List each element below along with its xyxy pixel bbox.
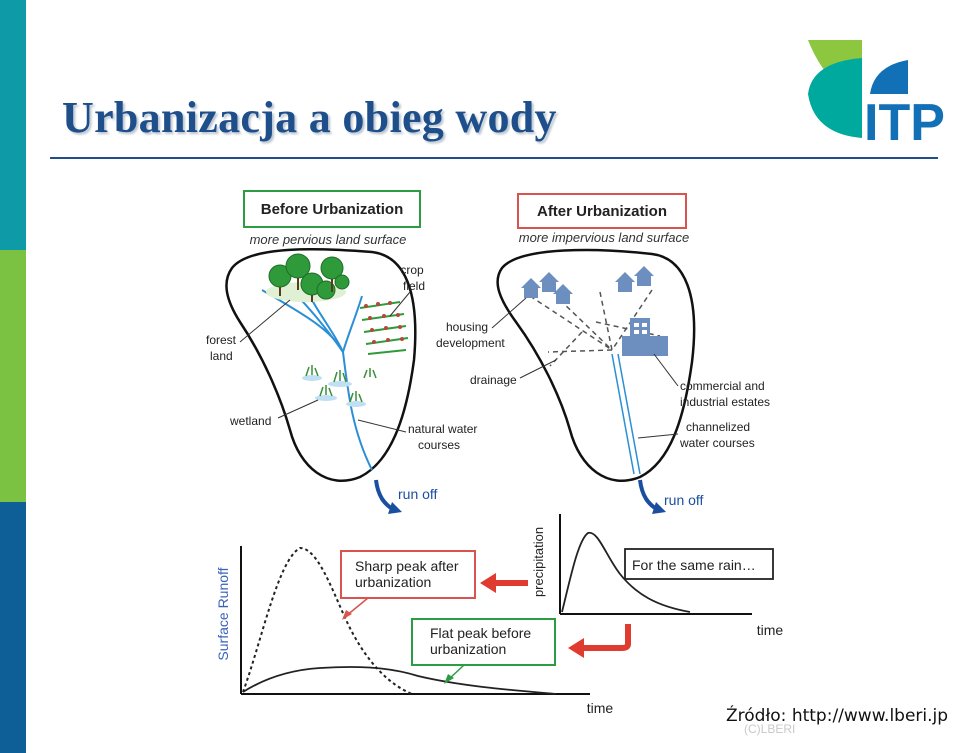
precip-ylabel: precipitation bbox=[531, 527, 546, 597]
flat-peak-label-2: urbanization bbox=[430, 641, 506, 657]
label-development: development bbox=[436, 336, 505, 350]
drain-2 bbox=[559, 299, 613, 351]
leader-crop-field bbox=[389, 291, 411, 317]
after-panel: After Urbanization more impervious land … bbox=[436, 193, 770, 514]
title-underline bbox=[50, 157, 938, 159]
sharp-peak-label-2: urbanization bbox=[355, 574, 431, 590]
sidebar-blue-bar bbox=[0, 502, 26, 753]
house-icon bbox=[521, 266, 654, 304]
drain-1 bbox=[529, 295, 613, 351]
watermark: (C)LBERI bbox=[744, 722, 796, 736]
flat-peak-label-1: Flat peak before bbox=[430, 625, 531, 641]
flat-peak-pointer-head bbox=[444, 674, 454, 684]
before-heading-box bbox=[243, 190, 421, 228]
river-tributary-3 bbox=[311, 299, 344, 353]
label-land: land bbox=[210, 349, 233, 363]
after-runoff-arrowhead bbox=[652, 502, 666, 514]
leader-housing bbox=[491, 297, 527, 329]
label-water-courses: water courses bbox=[679, 436, 755, 450]
curve-sharp-peak-after bbox=[242, 546, 413, 695]
forest-area bbox=[266, 253, 350, 302]
label-wetland: wetland bbox=[229, 414, 271, 428]
curve-flat-peak-before bbox=[242, 666, 557, 695]
before-subtitle: more pervious land surface bbox=[250, 232, 407, 247]
drain-3 bbox=[599, 291, 613, 351]
precip-xlabel: time bbox=[757, 622, 784, 638]
label-natural-water: natural water bbox=[408, 422, 477, 436]
before-heading: Before Urbanization bbox=[261, 201, 404, 218]
logo-leaf-blue bbox=[870, 60, 908, 94]
tree-trunks bbox=[279, 278, 333, 302]
leader-channelized bbox=[637, 433, 679, 439]
label-channelized: channelized bbox=[686, 420, 750, 434]
label-forest: forest bbox=[206, 333, 237, 347]
river-tributary-2 bbox=[342, 295, 363, 353]
building-icon bbox=[622, 318, 668, 356]
river-main bbox=[261, 289, 373, 471]
label-drainage: drainage bbox=[470, 373, 517, 387]
label-field: field bbox=[403, 279, 425, 293]
arrow-to-flat-shaft bbox=[584, 624, 631, 651]
label-housing: housing bbox=[446, 320, 488, 334]
same-rain-note: For the same rain… bbox=[632, 557, 756, 573]
before-runoff-label: run off bbox=[398, 486, 438, 502]
sharp-peak-pointer-head bbox=[342, 610, 352, 620]
arrow-to-flat-head bbox=[568, 638, 584, 658]
sidebar-stripe bbox=[0, 0, 26, 753]
same-rain-note-box bbox=[624, 548, 774, 580]
slide-title: Urbanizacja a obieg wody bbox=[62, 93, 557, 142]
after-heading: After Urbanization bbox=[537, 203, 667, 220]
leader-wetland bbox=[277, 399, 319, 419]
logo-leaf-teal bbox=[808, 58, 862, 138]
sharp-peak-label-1: Sharp peak after bbox=[355, 558, 459, 574]
logo-wordmark: ITP bbox=[864, 94, 945, 148]
precip-curve bbox=[561, 532, 691, 613]
after-subtitle: more impervious land surface bbox=[519, 230, 690, 245]
leader-natural-water bbox=[357, 419, 407, 433]
before-runoff-arrowhead bbox=[388, 502, 402, 514]
label-crop: crop bbox=[400, 263, 424, 277]
after-runoff-label: run off bbox=[664, 492, 704, 508]
flat-peak-callout-box bbox=[411, 618, 556, 666]
leader-drainage bbox=[519, 359, 557, 379]
drain-5 bbox=[547, 349, 613, 353]
hydrograph-xlabel: time bbox=[587, 700, 614, 716]
label-courses: courses bbox=[418, 438, 460, 452]
sidebar-green-bar bbox=[0, 250, 26, 502]
label-industrial: industrial estates bbox=[680, 395, 770, 409]
after-heading-box bbox=[517, 193, 687, 229]
source-caption: Źródło: http://www.lberi.jp bbox=[726, 706, 949, 726]
sidebar-teal-bar bbox=[0, 0, 26, 250]
channel bbox=[611, 353, 641, 475]
precipitation-chart: precipitation time For the same rain… bbox=[531, 514, 783, 638]
label-commercial: commercial and bbox=[680, 379, 765, 393]
hydrograph-ylabel: Surface Runoff bbox=[215, 567, 231, 660]
itp-logo: ITP bbox=[808, 40, 945, 148]
crop-field-plants bbox=[364, 301, 404, 344]
leader-forest-land bbox=[239, 299, 291, 343]
wetland-area bbox=[302, 365, 377, 407]
arrow-to-sharp-head bbox=[480, 573, 496, 593]
hydrograph-chart: Surface Runoff time Sharp peak after urb… bbox=[215, 546, 631, 716]
building-windows bbox=[634, 323, 647, 334]
leader-commercial bbox=[653, 353, 679, 387]
sharp-peak-callout-box bbox=[340, 550, 476, 599]
before-panel: Before Urbanization more pervious land s… bbox=[206, 190, 477, 514]
